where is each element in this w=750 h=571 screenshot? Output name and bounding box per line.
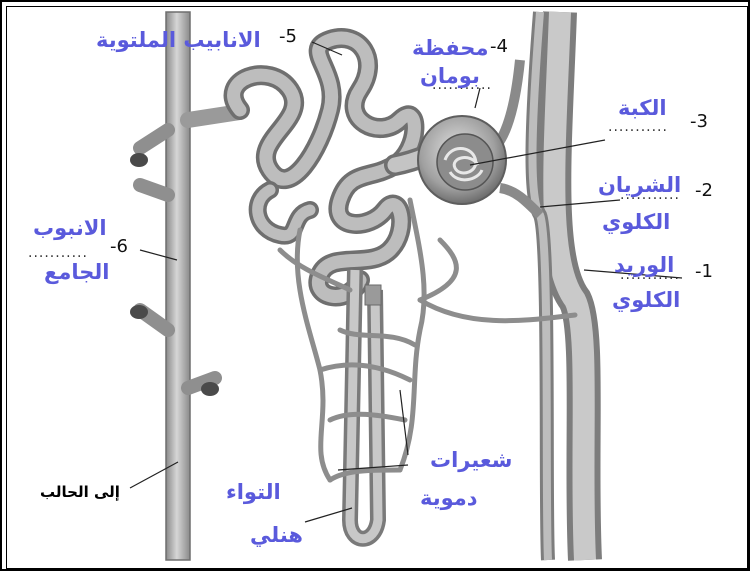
- label-bowman-1: محفظة: [412, 38, 488, 59]
- label-glomerulus: الكبة: [618, 98, 667, 119]
- label-renal-vein-2: الكلوي: [612, 290, 680, 311]
- label-capillaries-1: شعيرات: [430, 450, 512, 471]
- renal-vessels: [492, 12, 585, 560]
- blank-dots-6: ...........: [28, 246, 88, 260]
- number-label-6: -6: [110, 238, 128, 256]
- capillary-network: [280, 200, 575, 480]
- label-collecting-duct-1: الانبوب: [33, 218, 107, 239]
- label-renal-artery-1: الشريان: [598, 175, 681, 196]
- number-label-2: -2: [695, 182, 713, 200]
- label-collecting-duct-2: الجامع: [44, 262, 109, 283]
- label-renal-artery-2: الكلوي: [602, 212, 670, 233]
- label-capillaries-2: دموية: [420, 488, 478, 509]
- blank-dots-3: ...........: [608, 120, 668, 134]
- pointer-capillary-1: [400, 390, 408, 455]
- label-loop-of-henle-2: هنلي: [250, 525, 303, 546]
- label-to-ureter: إلى الحالب: [40, 485, 120, 500]
- label-loop-of-henle-1: التواء: [226, 482, 281, 503]
- collecting-duct: [130, 12, 240, 560]
- number-label-5: -5: [279, 28, 297, 46]
- label-renal-vein-1: الوريد: [614, 255, 674, 276]
- label-convoluted-tubules: الانابيب الملتوية: [96, 30, 261, 51]
- number-label-3: -3: [690, 113, 708, 131]
- bowman-capsule: [418, 116, 506, 204]
- number-label-1: -1: [695, 263, 713, 281]
- number-label-4: -4: [490, 38, 508, 56]
- label-bowman-2: بومان: [420, 66, 480, 87]
- loop-of-henle: [350, 270, 381, 539]
